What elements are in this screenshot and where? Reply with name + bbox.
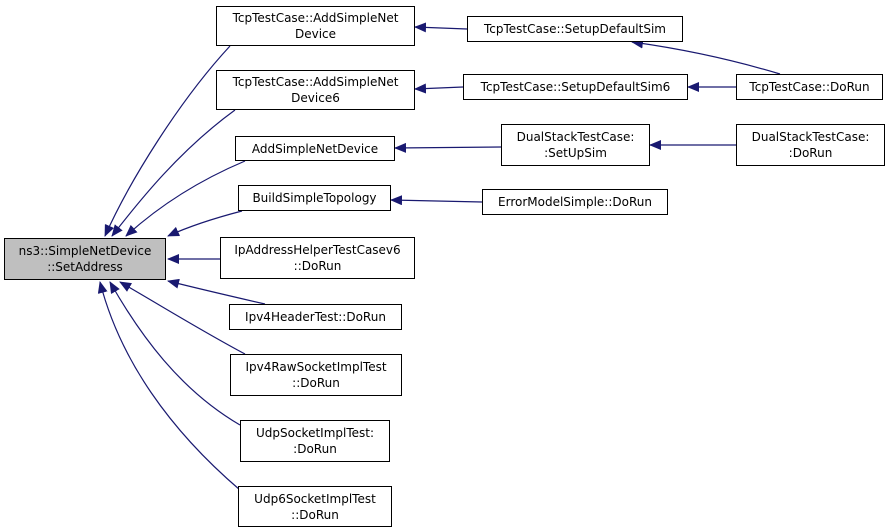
node-errmodel[interactable]: ErrorModelSimple::DoRun: [482, 189, 668, 215]
node-setup-sim[interactable]: TcpTestCase::SetupDefaultSim: [467, 16, 683, 42]
edge-tcp-dorun-to-setup-sim: [631, 38, 781, 75]
node-label-line: DualStackTestCase:: [751, 130, 870, 144]
node-udp6[interactable]: Udp6SocketImplTest ::DoRun: [238, 486, 392, 527]
edge-errmodel-to-build-topo: [390, 195, 483, 206]
node-label-line: ::SetAddress: [47, 260, 123, 274]
node-label-line: DualStackTestCase:: [516, 130, 635, 144]
node-tcp-add6[interactable]: TcpTestCase::AddSimpleNet Device6: [216, 70, 415, 110]
node-label-line: TcpTestCase::AddSimpleNet: [232, 11, 399, 25]
node-label-line: ::DoRun: [293, 259, 342, 273]
node-ds-setup[interactable]: DualStackTestCase: :SetUpSim: [501, 124, 650, 166]
edge-build-topo-to-root: [167, 210, 243, 237]
edge-setup-sim6-to-tcp-add6: [414, 83, 464, 94]
node-label-line: :DoRun: [788, 146, 833, 160]
node-label-line: Udp6SocketImplTest: [254, 491, 376, 506]
node-ipv4hdr[interactable]: Ipv4HeaderTest::DoRun: [229, 304, 402, 330]
node-label-line: ::DoRun: [291, 507, 339, 522]
node-setup-sim6[interactable]: TcpTestCase::SetupDefaultSim6: [463, 74, 688, 100]
node-label-line: IpAddressHelperTestCasev6: [234, 243, 401, 257]
node-label-line: Ipv4RawSocketImplTest: [245, 360, 387, 374]
node-build-topo[interactable]: BuildSimpleTopology: [238, 185, 391, 211]
edge-ipv4raw-to-root: [119, 281, 246, 355]
edge-add-simple-to-root: [125, 160, 246, 237]
node-label-line: :SetUpSim: [544, 146, 607, 160]
node-label-line: TcpTestCase::SetupDefaultSim6: [480, 80, 671, 94]
edge-udp-to-root: [109, 281, 241, 426]
node-udp[interactable]: UdpSocketImplTest: :DoRun: [240, 420, 390, 462]
node-label-line: TcpTestCase::DoRun: [749, 80, 870, 94]
node-label-line: Device: [294, 27, 337, 41]
node-tcp-dorun[interactable]: TcpTestCase::DoRun: [736, 74, 883, 100]
node-label-line: ::DoRun: [292, 376, 340, 390]
node-root: ns3::SimpleNetDevice ::SetAddress: [4, 238, 166, 280]
node-label-line: ErrorModelSimple::DoRun: [498, 195, 652, 209]
node-label-line: :DoRun: [293, 442, 337, 456]
node-label-line: TcpTestCase::AddSimpleNet: [232, 75, 399, 89]
node-label-line: BuildSimpleTopology: [252, 191, 377, 205]
node-label-line: UdpSocketImplTest:: [255, 426, 375, 440]
node-ipv4raw[interactable]: Ipv4RawSocketImplTest ::DoRun: [230, 354, 402, 396]
node-add-simple[interactable]: AddSimpleNetDevice: [235, 136, 395, 161]
node-tcp-add[interactable]: TcpTestCase::AddSimpleNet Device: [216, 6, 415, 46]
node-label-line: Device6: [291, 91, 340, 105]
edge-tcp-add6-to-root: [111, 109, 236, 237]
edge-ipv4hdr-to-root: [167, 278, 266, 305]
edge-setup-sim-to-tcp-add: [414, 22, 468, 33]
node-ds-dorun[interactable]: DualStackTestCase: :DoRun: [736, 124, 885, 166]
node-label-line: TcpTestCase::SetupDefaultSim: [483, 22, 666, 36]
edge-udp6-to-root: [97, 281, 241, 491]
edge-ds-setup-to-add-simple: [394, 142, 502, 153]
node-label-line: AddSimpleNetDevice: [251, 141, 379, 156]
edge-tcp-add-to-root: [104, 45, 231, 237]
node-ipaddr-v6[interactable]: IpAddressHelperTestCasev6 ::DoRun: [220, 237, 415, 279]
node-label-line: ns3::SimpleNetDevice: [18, 244, 152, 258]
node-label-line: Ipv4HeaderTest::DoRun: [245, 310, 386, 324]
